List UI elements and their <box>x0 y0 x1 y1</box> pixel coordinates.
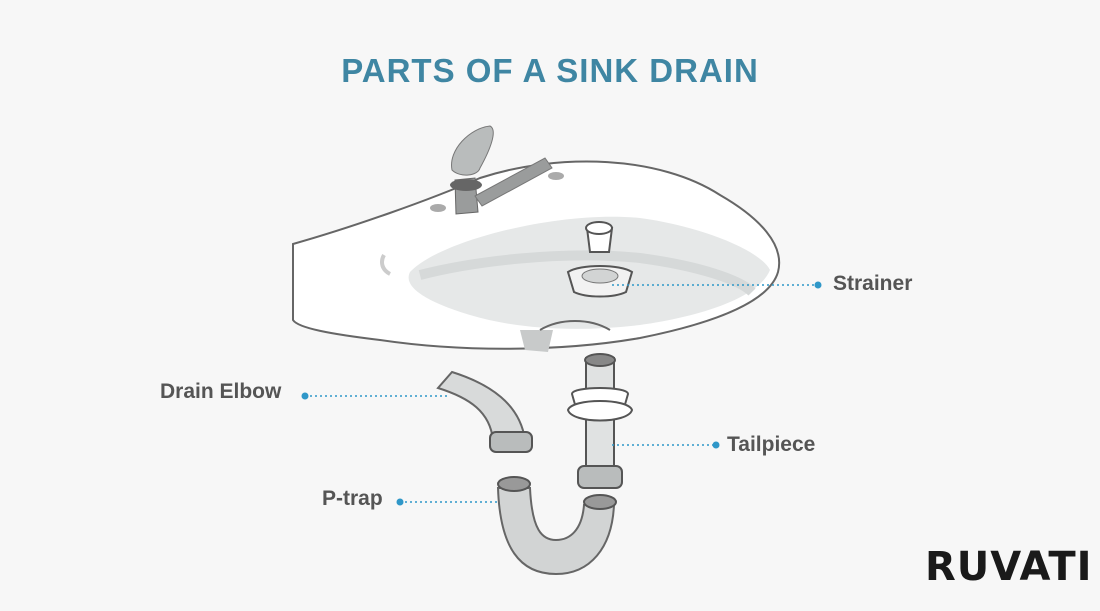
stopper <box>585 221 614 253</box>
sink-rim <box>418 250 756 296</box>
drain-elbow-part <box>436 370 533 453</box>
strainer-dot <box>814 281 822 289</box>
tailpiece-part <box>566 353 634 489</box>
leader-lines <box>305 284 815 503</box>
tailpiece-label: Tailpiece <box>727 433 816 456</box>
strainer-part <box>566 265 634 298</box>
strainer-label: Strainer <box>833 272 913 295</box>
faucet <box>430 125 564 215</box>
p-trap-dot <box>396 498 404 506</box>
leader-dots <box>301 281 822 506</box>
drain-elbow-label: Drain Elbow <box>160 380 282 403</box>
overflow-slot <box>380 254 392 276</box>
sink-drain-neck <box>520 330 553 352</box>
drain-elbow-dot <box>301 392 309 400</box>
brand-logo: RUVATI <box>925 544 1093 590</box>
page-title: PARTS OF A SINK DRAIN <box>341 52 759 89</box>
p-trap-part <box>496 476 617 576</box>
tailpiece-dot <box>712 441 720 449</box>
p-trap-label: P-trap <box>322 487 383 510</box>
